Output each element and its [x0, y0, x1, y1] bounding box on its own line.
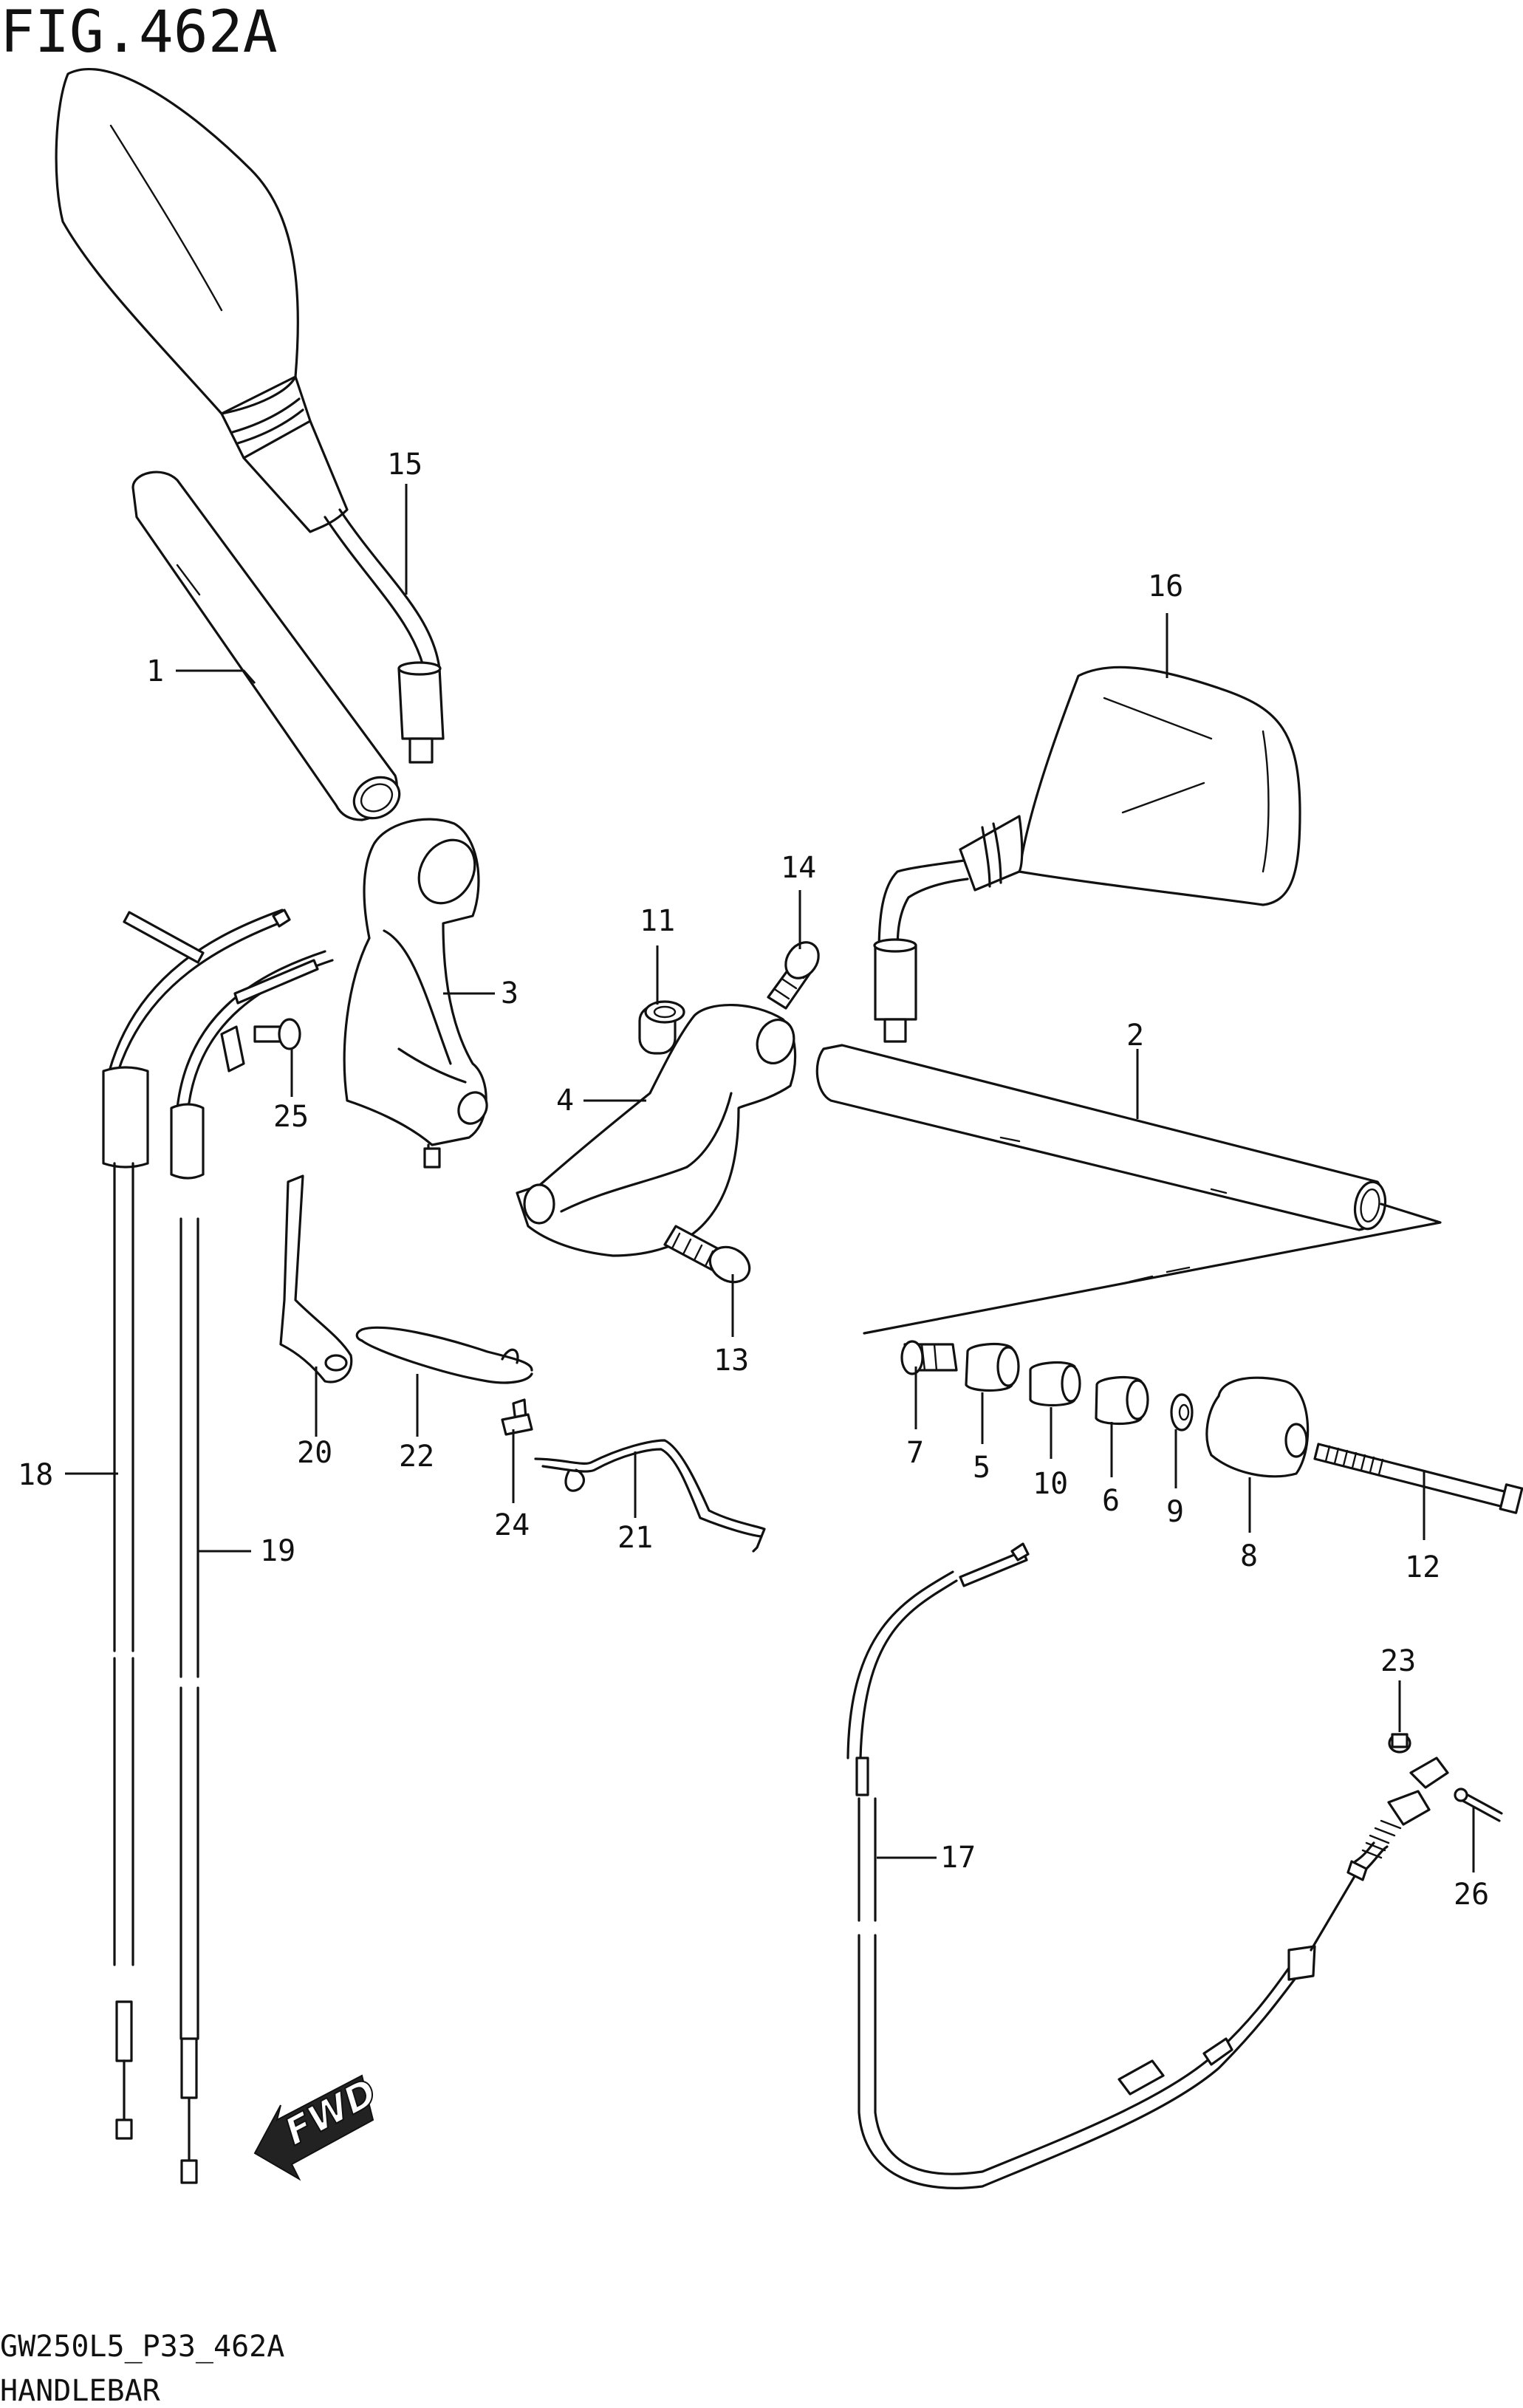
part-label: 3: [501, 976, 518, 1010]
right-mirror-part-16: [873, 666, 1301, 1043]
nut-part-7: [900, 1340, 958, 1375]
part-label: 13: [713, 1344, 749, 1378]
part-label: 24: [494, 1508, 530, 1542]
balancer-weight-part-6: [1095, 1376, 1149, 1426]
part-label: 9: [1166, 1495, 1184, 1529]
part-label: 21: [617, 1521, 653, 1555]
part-label: 26: [1454, 1878, 1489, 1912]
part-label: 2: [1126, 1019, 1144, 1053]
balancer-weight-part-10: [1029, 1361, 1081, 1407]
bolt-part-24: [501, 1398, 533, 1436]
part-number-labels: 1 2 3 4 5 6 7 8 9 10 11 12 13 14 15 16 1…: [18, 448, 1489, 1912]
balancer-weight-part-5: [965, 1343, 1020, 1392]
part-label: 25: [273, 1100, 309, 1134]
left-grip-part-1: [131, 471, 401, 821]
clutch-cable-part-17: [846, 1542, 1449, 2189]
part-label: 16: [1148, 569, 1183, 603]
clamp-part-22: [355, 1326, 533, 1384]
part-label: 10: [1033, 1467, 1068, 1501]
long-bolt-part-12: [1313, 1443, 1523, 1514]
washer-part-9: [1170, 1393, 1194, 1432]
part-label: 19: [260, 1534, 295, 1568]
pin-part-26: [1454, 1788, 1503, 1822]
throttle-cable-part-18: [102, 909, 291, 2140]
figure-title: FIG.462A: [0, 0, 278, 66]
bracket-part-20: [279, 1174, 353, 1383]
screw-part-25: [253, 1018, 301, 1050]
part-label: 11: [640, 904, 675, 938]
part-label: 5: [973, 1451, 990, 1485]
part-label: 4: [556, 1084, 574, 1118]
part-label: 8: [1240, 1539, 1258, 1573]
projection-line: [863, 1203, 1442, 1335]
part-label: 6: [1102, 1484, 1120, 1518]
part-label: 14: [781, 851, 816, 885]
wire-guide-part-21: [534, 1439, 766, 1553]
part-label: 22: [399, 1440, 434, 1474]
forward-direction-indicator: FWD: [253, 2070, 384, 2181]
bolt-part-13: [663, 1225, 751, 1284]
leader-lines: [65, 484, 1475, 1872]
handlebar-pipe-part-2: [815, 1044, 1387, 1231]
part-label: 23: [1380, 1644, 1416, 1678]
handlebar-end-part-8: [1205, 1376, 1310, 1478]
part-label: 17: [940, 1841, 976, 1875]
bush-part-11: [638, 1000, 685, 1055]
part-label: 1: [146, 654, 164, 688]
part-label: 18: [18, 1458, 53, 1492]
model-code: GW250L5_P33_462A: [0, 2330, 284, 2364]
bolt-part-23: [1388, 1733, 1411, 1754]
projection-line-dash: [1129, 1266, 1191, 1283]
part-label: 7: [906, 1436, 924, 1470]
throttle-cable-part-19: [170, 950, 334, 2184]
part-label: 15: [387, 448, 422, 482]
handlebar-holder-part-3: [343, 818, 488, 1169]
section-name: HANDLEBAR: [0, 2374, 161, 2408]
left-mirror-part-15: [55, 68, 445, 764]
part-label: 20: [297, 1436, 332, 1470]
bolt-part-14: [767, 941, 820, 1010]
part-label: 12: [1405, 1550, 1440, 1584]
